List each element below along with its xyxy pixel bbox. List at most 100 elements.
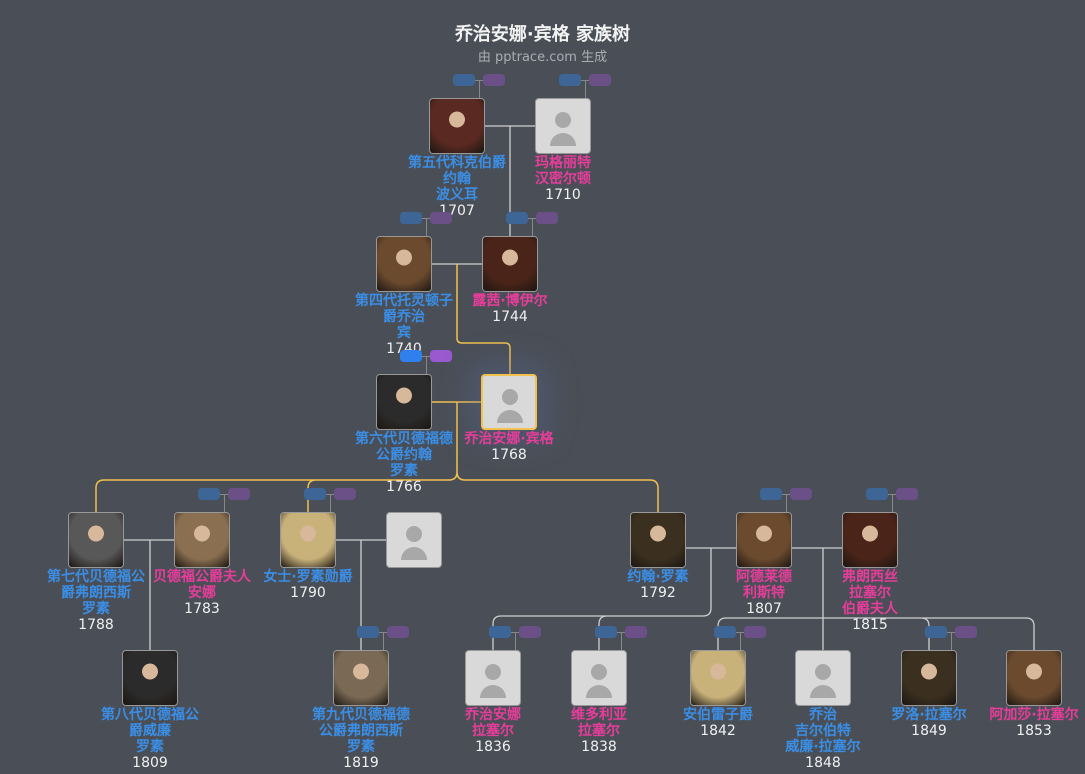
avatar-placeholder[interactable] xyxy=(795,650,851,706)
mother-toggle[interactable] xyxy=(430,212,452,224)
expand-parents-toggle[interactable] xyxy=(506,212,558,236)
mother-toggle[interactable] xyxy=(790,488,812,500)
person-name: 罗洛·拉塞尔 xyxy=(891,707,967,723)
mother-toggle[interactable] xyxy=(625,626,647,638)
expand-parents-toggle[interactable] xyxy=(595,626,647,650)
person-node[interactable] xyxy=(386,512,442,568)
expand-parents-toggle[interactable] xyxy=(357,626,409,650)
birth-year: 1836 xyxy=(475,739,511,755)
portrait-image xyxy=(334,651,388,705)
father-toggle[interactable] xyxy=(400,212,422,224)
portrait-photo[interactable] xyxy=(376,236,432,292)
portrait-photo[interactable] xyxy=(842,512,898,568)
portrait-photo[interactable] xyxy=(280,512,336,568)
person-icon xyxy=(485,664,501,680)
expand-parents-toggle[interactable] xyxy=(198,488,250,512)
portrait-photo[interactable] xyxy=(333,650,389,706)
portrait-photo[interactable] xyxy=(1006,650,1062,706)
avatar-placeholder[interactable] xyxy=(571,650,627,706)
expand-parents-toggle[interactable] xyxy=(400,212,452,236)
mother-toggle[interactable] xyxy=(228,488,250,500)
avatar-placeholder[interactable] xyxy=(481,374,537,430)
father-toggle[interactable] xyxy=(760,488,782,500)
birth-year: 1842 xyxy=(700,723,736,739)
father-toggle[interactable] xyxy=(453,74,475,86)
father-toggle[interactable] xyxy=(866,488,888,500)
father-toggle[interactable] xyxy=(714,626,736,638)
person-name: 利斯特 xyxy=(743,585,785,601)
mother-toggle[interactable] xyxy=(896,488,918,500)
mother-toggle[interactable] xyxy=(430,350,452,362)
portrait-photo[interactable] xyxy=(630,512,686,568)
expand-parents-toggle[interactable] xyxy=(559,74,611,98)
person-icon xyxy=(586,685,612,698)
expand-parents-toggle[interactable] xyxy=(400,350,452,374)
mother-toggle[interactable] xyxy=(589,74,611,86)
portrait-photo[interactable] xyxy=(174,512,230,568)
person-name: 罗素 xyxy=(347,739,375,755)
mother-toggle[interactable] xyxy=(334,488,356,500)
expand-parents-toggle[interactable] xyxy=(714,626,766,650)
mother-toggle[interactable] xyxy=(536,212,558,224)
portrait-photo[interactable] xyxy=(122,650,178,706)
portrait-image xyxy=(377,375,431,429)
portrait-photo[interactable] xyxy=(376,374,432,430)
portrait-image xyxy=(69,513,123,567)
avatar-placeholder[interactable] xyxy=(535,98,591,154)
portrait-photo[interactable] xyxy=(901,650,957,706)
expand-parents-toggle[interactable] xyxy=(489,626,541,650)
portrait-photo[interactable] xyxy=(482,236,538,292)
expand-parents-toggle[interactable] xyxy=(304,488,356,512)
expand-parents-toggle[interactable] xyxy=(453,74,505,98)
father-toggle[interactable] xyxy=(595,626,617,638)
father-toggle[interactable] xyxy=(925,626,947,638)
mother-toggle[interactable] xyxy=(955,626,977,638)
portrait-photo[interactable] xyxy=(68,512,124,568)
portrait-photo[interactable] xyxy=(429,98,485,154)
connector xyxy=(515,632,516,650)
expand-parents-toggle[interactable] xyxy=(925,626,977,650)
connector xyxy=(426,356,427,374)
birth-year: 1815 xyxy=(852,617,888,633)
father-toggle[interactable] xyxy=(357,626,379,638)
father-toggle[interactable] xyxy=(304,488,326,500)
father-toggle[interactable] xyxy=(489,626,511,638)
portrait-image xyxy=(631,513,685,567)
portrait-photo[interactable] xyxy=(736,512,792,568)
father-toggle[interactable] xyxy=(559,74,581,86)
connector xyxy=(224,494,225,512)
father-toggle[interactable] xyxy=(198,488,220,500)
portrait-photo[interactable] xyxy=(690,650,746,706)
avatar-placeholder[interactable] xyxy=(465,650,521,706)
father-toggle[interactable] xyxy=(400,350,422,362)
avatar-placeholder[interactable] xyxy=(386,512,442,568)
expand-parents-toggle[interactable] xyxy=(866,488,918,512)
person-name: 乔治安娜·宾格 xyxy=(464,431,554,447)
mother-toggle[interactable] xyxy=(387,626,409,638)
mother-toggle[interactable] xyxy=(519,626,541,638)
father-toggle[interactable] xyxy=(506,212,528,224)
mother-toggle[interactable] xyxy=(483,74,505,86)
expand-parents-toggle[interactable] xyxy=(760,488,812,512)
mother-toggle[interactable] xyxy=(744,626,766,638)
